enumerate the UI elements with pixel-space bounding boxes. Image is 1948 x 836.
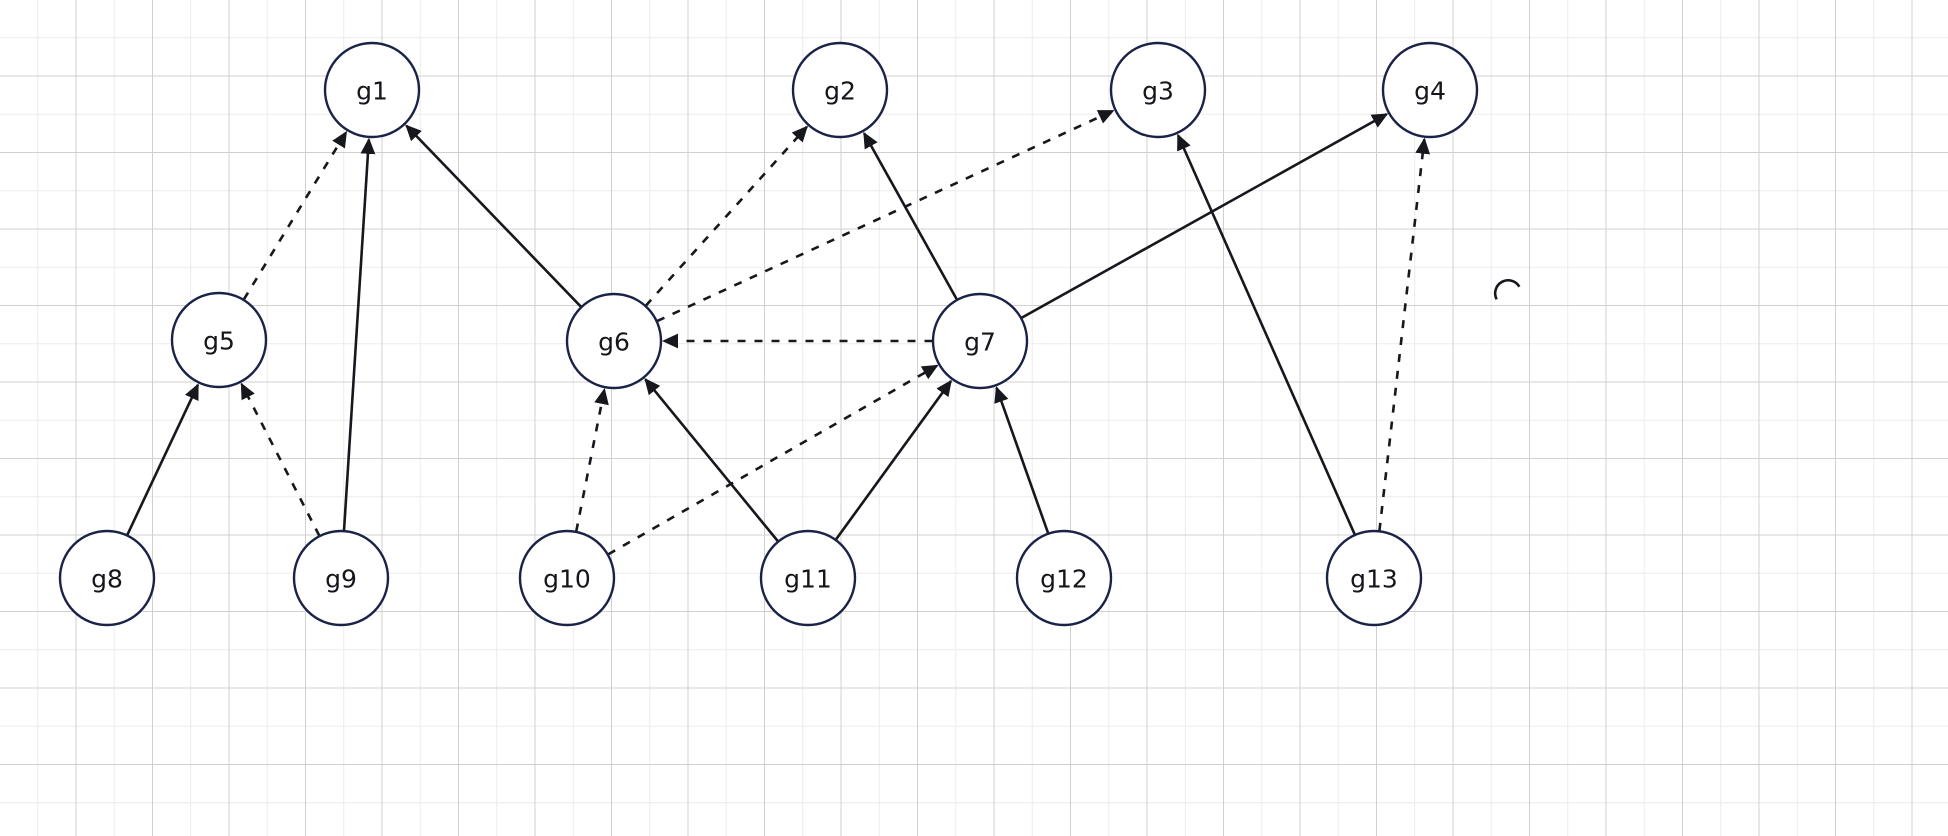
edge-g11-to-g6[interactable]	[644, 378, 779, 543]
edge-g7-to-g4[interactable]	[1020, 112, 1389, 319]
edge-g6-to-g2[interactable]	[644, 125, 808, 307]
edge-g9-to-g1[interactable]	[342, 137, 376, 531]
edge-g13-to-g3[interactable]	[1176, 133, 1356, 536]
node-g12[interactable]: g12	[1015, 529, 1113, 627]
node-circle-g12[interactable]	[1015, 529, 1113, 627]
node-g2[interactable]: g2	[791, 41, 889, 139]
line-hop-1	[1493, 279, 1521, 300]
node-circle-g5[interactable]	[170, 291, 268, 389]
node-circle-g3[interactable]	[1109, 41, 1207, 139]
edge-g7-to-g2[interactable]	[862, 131, 958, 301]
node-g8[interactable]: g8	[58, 529, 156, 627]
node-circle-g13[interactable]	[1325, 529, 1423, 627]
node-circle-g4[interactable]	[1381, 41, 1479, 139]
nodes-layer: g1 g2 g3 g4 g5 g6 g7 g8 g9 g10 g11 g12 g13	[58, 41, 1479, 627]
line-hops-layer	[1493, 279, 1521, 300]
node-circle-g8[interactable]	[58, 529, 156, 627]
node-g13[interactable]: g13	[1325, 529, 1423, 627]
node-g10[interactable]: g10	[518, 529, 616, 627]
node-circle-g7[interactable]	[931, 292, 1029, 390]
node-circle-g9[interactable]	[292, 529, 390, 627]
edge-g9-to-g5[interactable]	[240, 382, 321, 537]
node-circle-g2[interactable]	[791, 41, 889, 139]
node-g9[interactable]: g9	[292, 529, 390, 627]
edge-g13-to-g4[interactable]	[1378, 137, 1431, 531]
edge-g12-to-g7[interactable]	[994, 386, 1050, 534]
node-circle-g11[interactable]	[759, 529, 857, 627]
edge-g5-to-g1[interactable]	[242, 130, 348, 301]
node-g4[interactable]: g4	[1381, 41, 1479, 139]
node-g3[interactable]: g3	[1109, 41, 1207, 139]
edge-g8-to-g5[interactable]	[126, 383, 200, 536]
node-g7[interactable]: g7	[931, 292, 1029, 390]
node-circle-g1[interactable]	[323, 41, 421, 139]
node-circle-g6[interactable]	[565, 292, 663, 390]
edges-layer	[126, 109, 1431, 556]
edge-g6-to-g1[interactable]	[405, 124, 582, 308]
node-g6[interactable]: g6	[565, 292, 663, 390]
node-g1[interactable]: g1	[323, 41, 421, 139]
node-g11[interactable]: g11	[759, 529, 857, 627]
edge-g10-to-g7[interactable]	[607, 364, 939, 556]
edge-g10-to-g6[interactable]	[574, 387, 609, 532]
edge-g11-to-g7[interactable]	[834, 379, 952, 541]
node-g5[interactable]: g5	[170, 291, 268, 389]
node-circle-g10[interactable]	[518, 529, 616, 627]
